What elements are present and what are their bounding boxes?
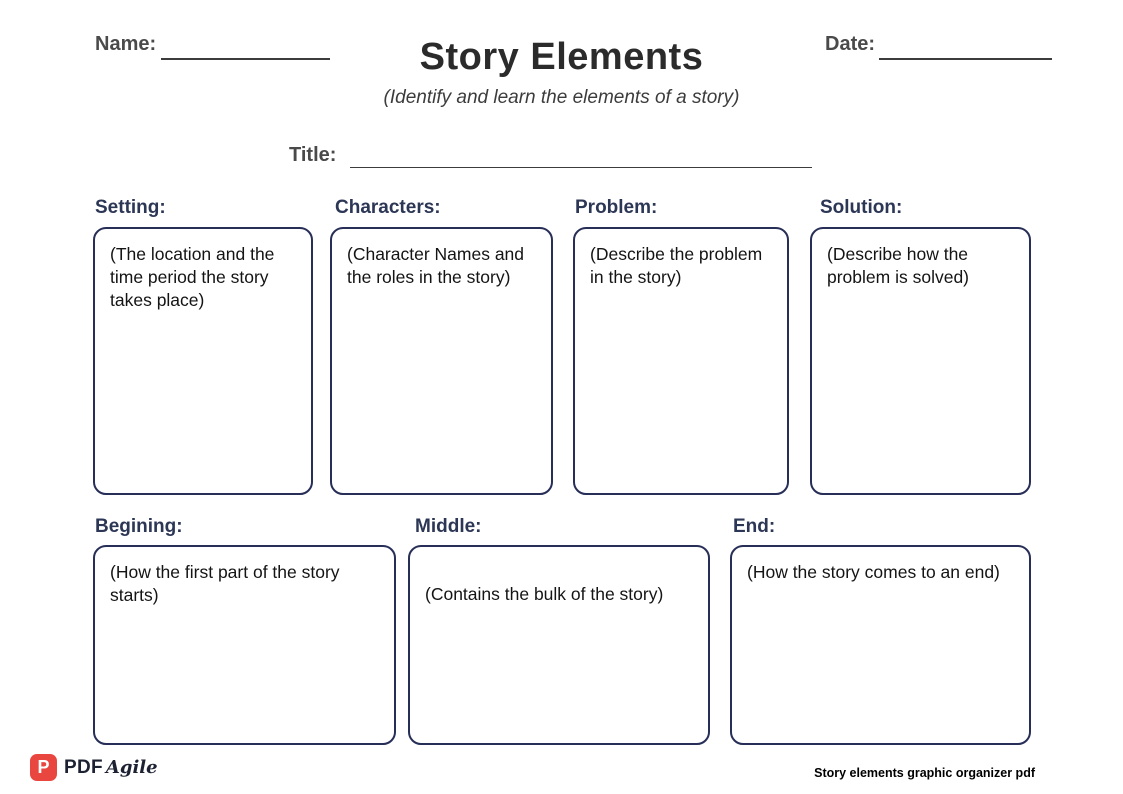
begining-box[interactable]: (How the first part of the story starts) (93, 545, 396, 745)
solution-box[interactable]: (Describe how the problem is solved) (810, 227, 1031, 495)
page-title: Story Elements (419, 36, 704, 78)
date-blank-line[interactable] (879, 57, 1052, 60)
section-label-problem: Problem: (575, 197, 658, 218)
section-label-middle: Middle: (415, 516, 482, 537)
pdf-agile-logo-icon: P (30, 754, 57, 781)
page-subtitle: (Identify and learn the elements of a st… (383, 87, 740, 108)
section-label-setting: Setting: (95, 197, 166, 218)
section-label-solution: Solution: (820, 197, 903, 218)
section-label-characters: Characters: (335, 197, 441, 218)
problem-box[interactable]: (Describe the problem in the story) (573, 227, 789, 495)
section-label-end: End: (733, 516, 776, 537)
name-blank-line[interactable] (161, 57, 330, 60)
title-field-label: Title: (289, 144, 337, 166)
logo-text-pdf: PDF (64, 756, 103, 778)
footer-caption: Story elements graphic organizer pdf (814, 766, 1035, 780)
characters-box[interactable]: (Character Names and the roles in the st… (330, 227, 553, 495)
section-label-begining: Begining: (95, 516, 183, 537)
end-box[interactable]: (How the story comes to an end) (730, 545, 1031, 745)
pdf-agile-logo: P PDF Agile (30, 754, 158, 781)
title-blank-line[interactable] (350, 166, 812, 168)
name-label: Name: (95, 33, 157, 55)
date-label: Date: (825, 33, 876, 55)
middle-box[interactable]: (Contains the bulk of the story) (408, 545, 710, 745)
setting-box[interactable]: (The location and the time period the st… (93, 227, 313, 495)
logo-text-agile: Agile (105, 757, 158, 778)
